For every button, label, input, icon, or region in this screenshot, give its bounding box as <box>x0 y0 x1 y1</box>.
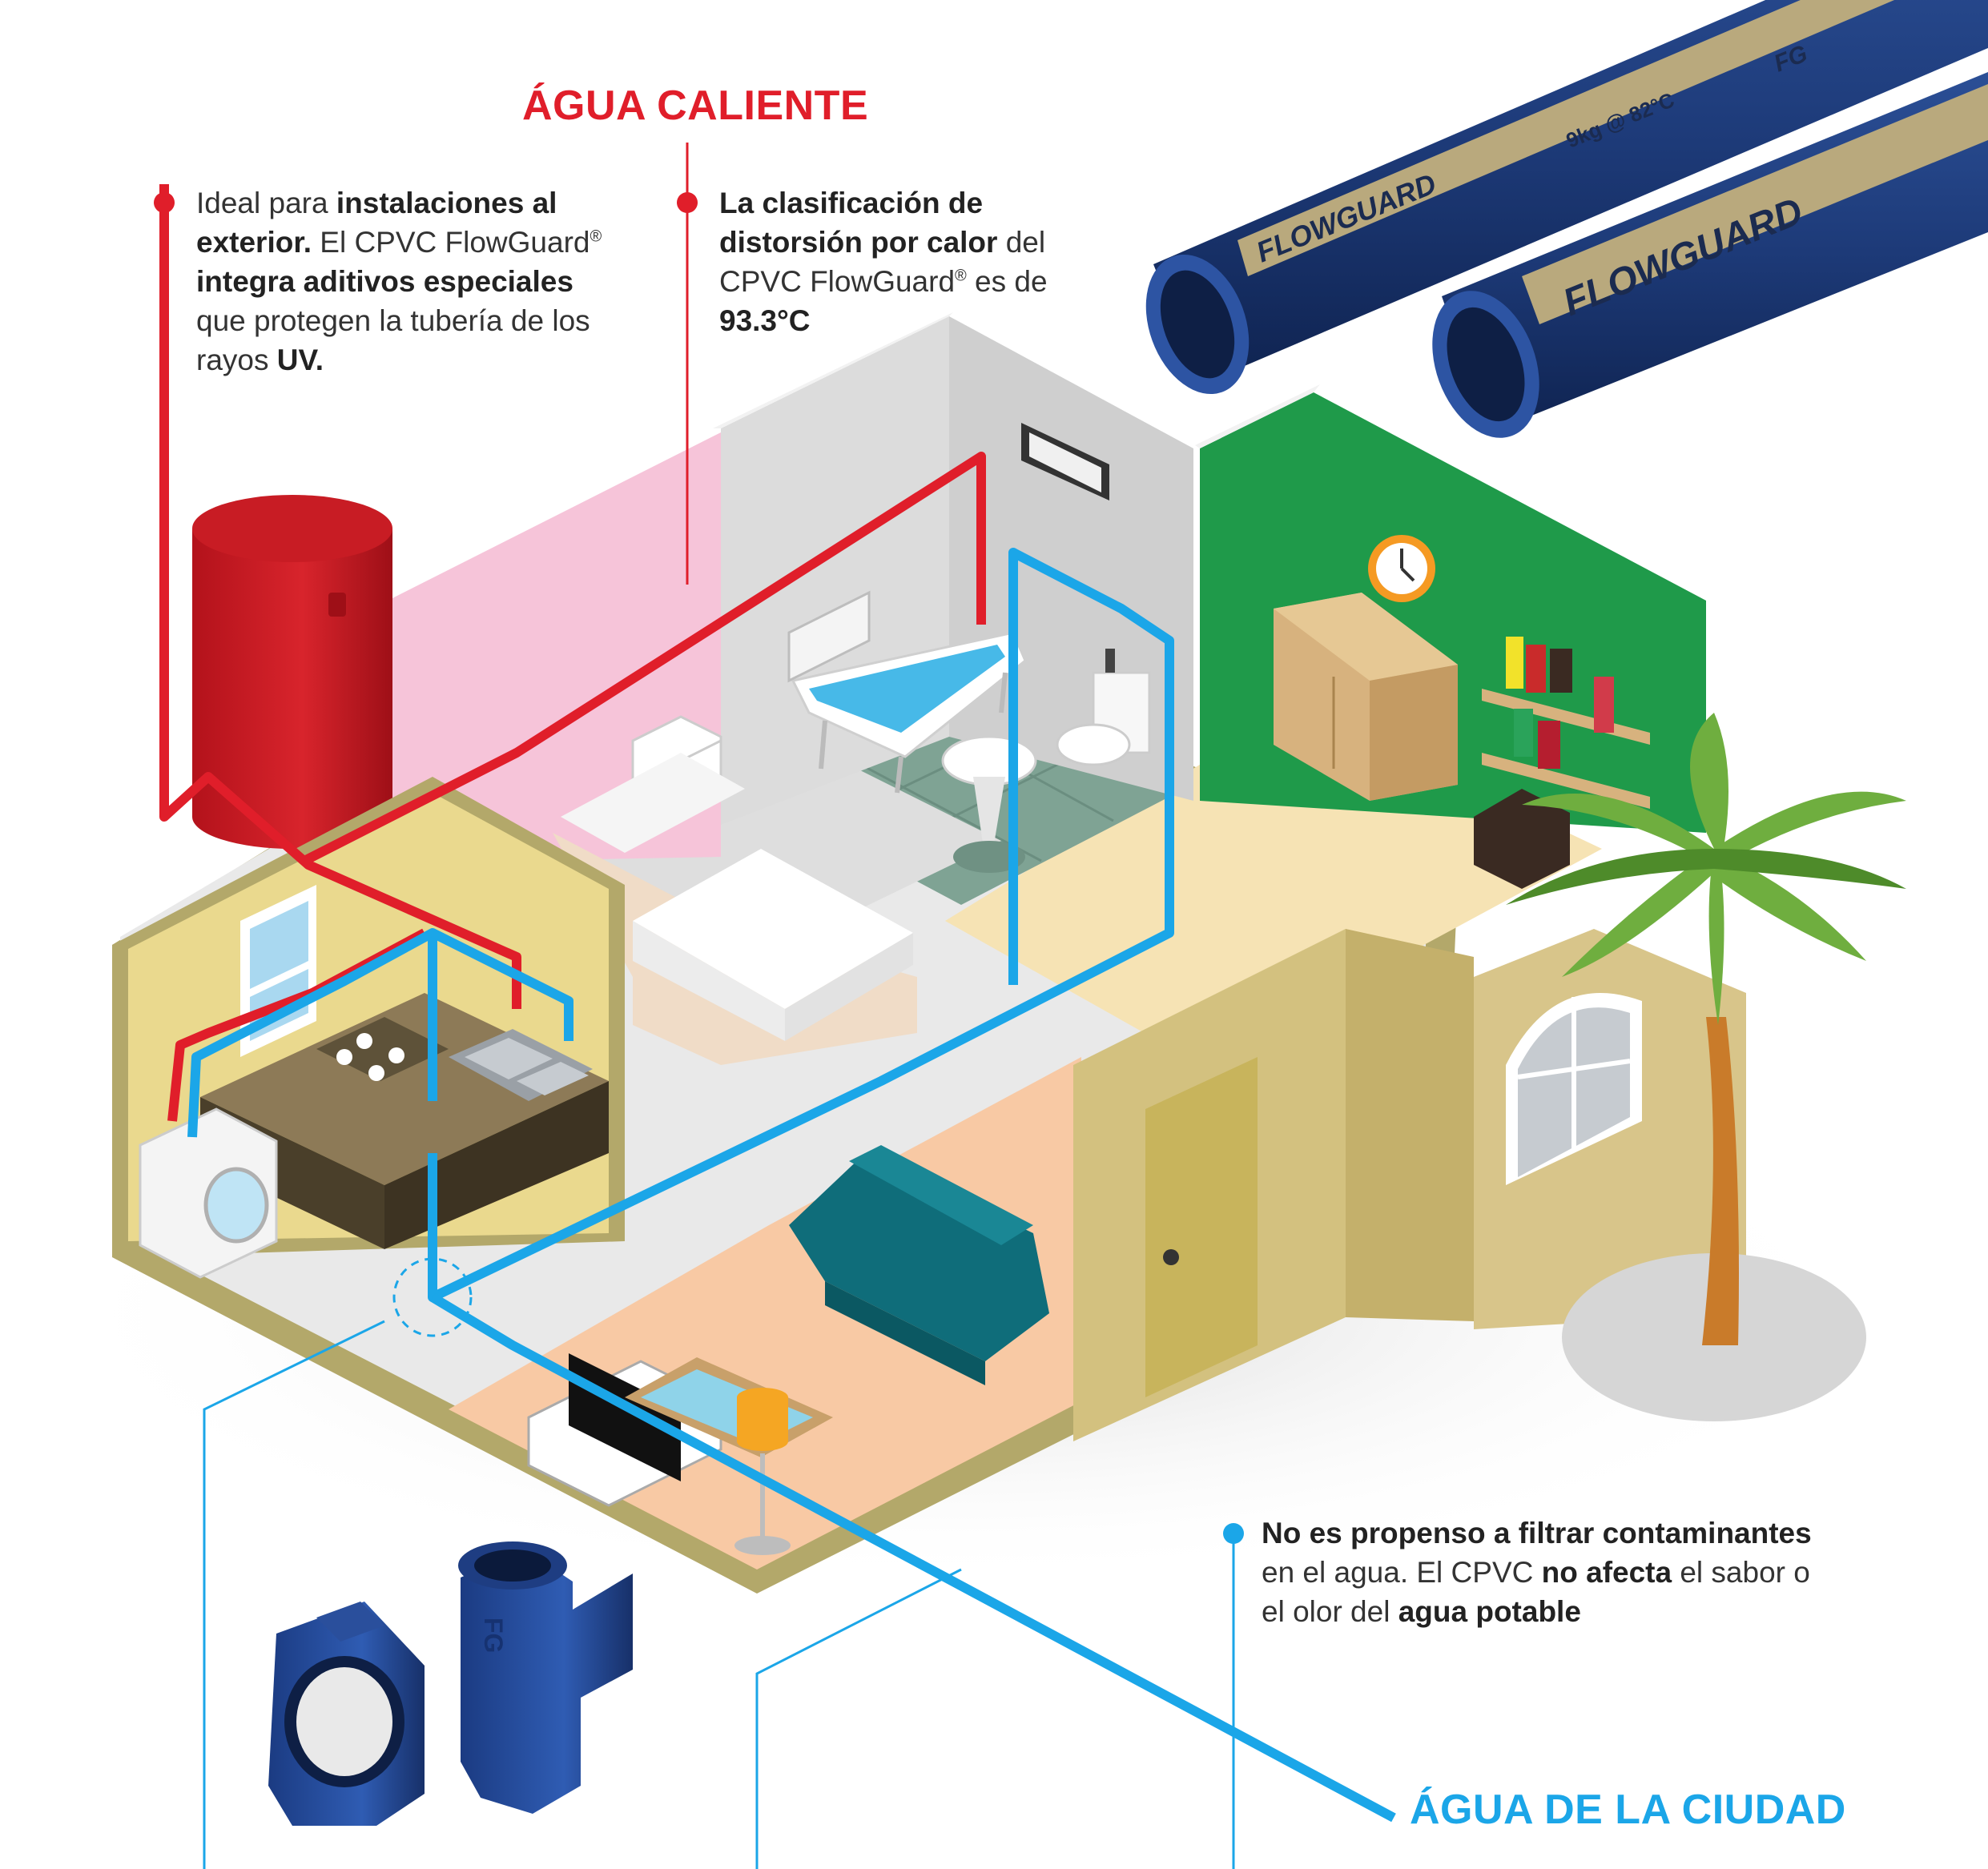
heat-line1: La clasificación de <box>719 187 984 219</box>
cold-bullet-contaminants <box>1223 1523 1244 1544</box>
toilet-icon <box>1056 649 1151 766</box>
palm-tree-icon <box>1506 713 1906 1421</box>
leader-lines <box>163 143 1235 1869</box>
uv-reg-mark: ® <box>590 227 602 246</box>
kitchen <box>112 777 625 1279</box>
heat-callout: La clasificación de distorsión por calor… <box>719 183 1168 340</box>
flowguard-pipe-front: FLOWGUARD <box>1432 72 1988 438</box>
contaminants-line3-a: el olor del <box>1262 1595 1398 1628</box>
pink-wall <box>308 432 721 865</box>
wall-clock-icon <box>1368 535 1435 602</box>
hot-bullet-heat <box>677 192 698 213</box>
arched-window-icon <box>1506 993 1642 1185</box>
bed-icon <box>553 753 917 1065</box>
heat-line3-b: es de <box>966 265 1048 298</box>
heat-line2-b: del <box>997 226 1046 259</box>
bathtub-icon <box>791 631 1027 794</box>
uv-line5-a: rayos <box>196 344 277 376</box>
hot-water-heading: ÁGUA CALIENTE <box>522 82 869 129</box>
contaminants-line2-a: en el agua. El CPVC <box>1262 1556 1542 1589</box>
uv-callout: Ideal para instalaciones al exterior. El… <box>196 183 645 380</box>
uv-line1-a: Ideal para <box>196 187 336 219</box>
hot-bullet-uv <box>154 192 175 213</box>
heat-reg-mark: ® <box>955 267 967 285</box>
pipe-connection-marker <box>392 1257 473 1337</box>
sofa-icon <box>789 1145 1049 1385</box>
towel-rack-icon <box>787 590 871 683</box>
uv-line2-a: exterior. <box>196 226 312 259</box>
contaminants-line2-b: no afecta <box>1541 1556 1672 1589</box>
stove-icon <box>316 1017 449 1081</box>
cold-water-pipes <box>187 548 1396 1823</box>
uv-line5-b: UV. <box>276 344 324 376</box>
front-wall <box>1073 929 1746 1441</box>
contaminants-callout: No es propenso a filtrar contaminantes e… <box>1262 1513 1918 1631</box>
contaminants-line2-c: el sabor o <box>1672 1556 1810 1589</box>
fitting-code: FG <box>479 1618 508 1653</box>
heat-line3-a: CPVC FlowGuard <box>719 265 956 298</box>
water-heater-icon <box>192 495 392 849</box>
city-water-heading: ÁGUA DE LA CIUDAD <box>1410 1787 1846 1833</box>
floor-lamp-icon <box>734 1388 791 1555</box>
bookshelf-icon <box>1482 637 1650 809</box>
uv-line2-b: El CPVC FlowGuard <box>311 226 590 259</box>
side-table-icon <box>1474 789 1570 889</box>
contaminants-line1: No es propenso a filtrar contaminantes <box>1262 1517 1812 1549</box>
heat-line2-a: distorsión por calor <box>719 226 998 259</box>
washing-machine-icon <box>139 1107 278 1279</box>
uv-line4: que protegen la tubería de los <box>196 304 590 337</box>
door-icon <box>1145 1057 1258 1397</box>
uv-line1-b: instalaciones al <box>336 187 557 219</box>
heat-value: 93.3°C <box>719 304 811 337</box>
uv-line3: integra aditivos especiales <box>196 265 573 298</box>
flowguard-pipe-back: FLOWGUARD 9kg @ 82°C FG <box>1145 0 1988 395</box>
elbow-fitting-icon <box>268 1602 425 1826</box>
tee-fitting-icon: FG <box>458 1541 633 1814</box>
cabinet-icon <box>1274 593 1458 801</box>
kitchen-sink-icon <box>449 1029 593 1101</box>
contaminants-line3-b: agua potable <box>1398 1595 1581 1628</box>
